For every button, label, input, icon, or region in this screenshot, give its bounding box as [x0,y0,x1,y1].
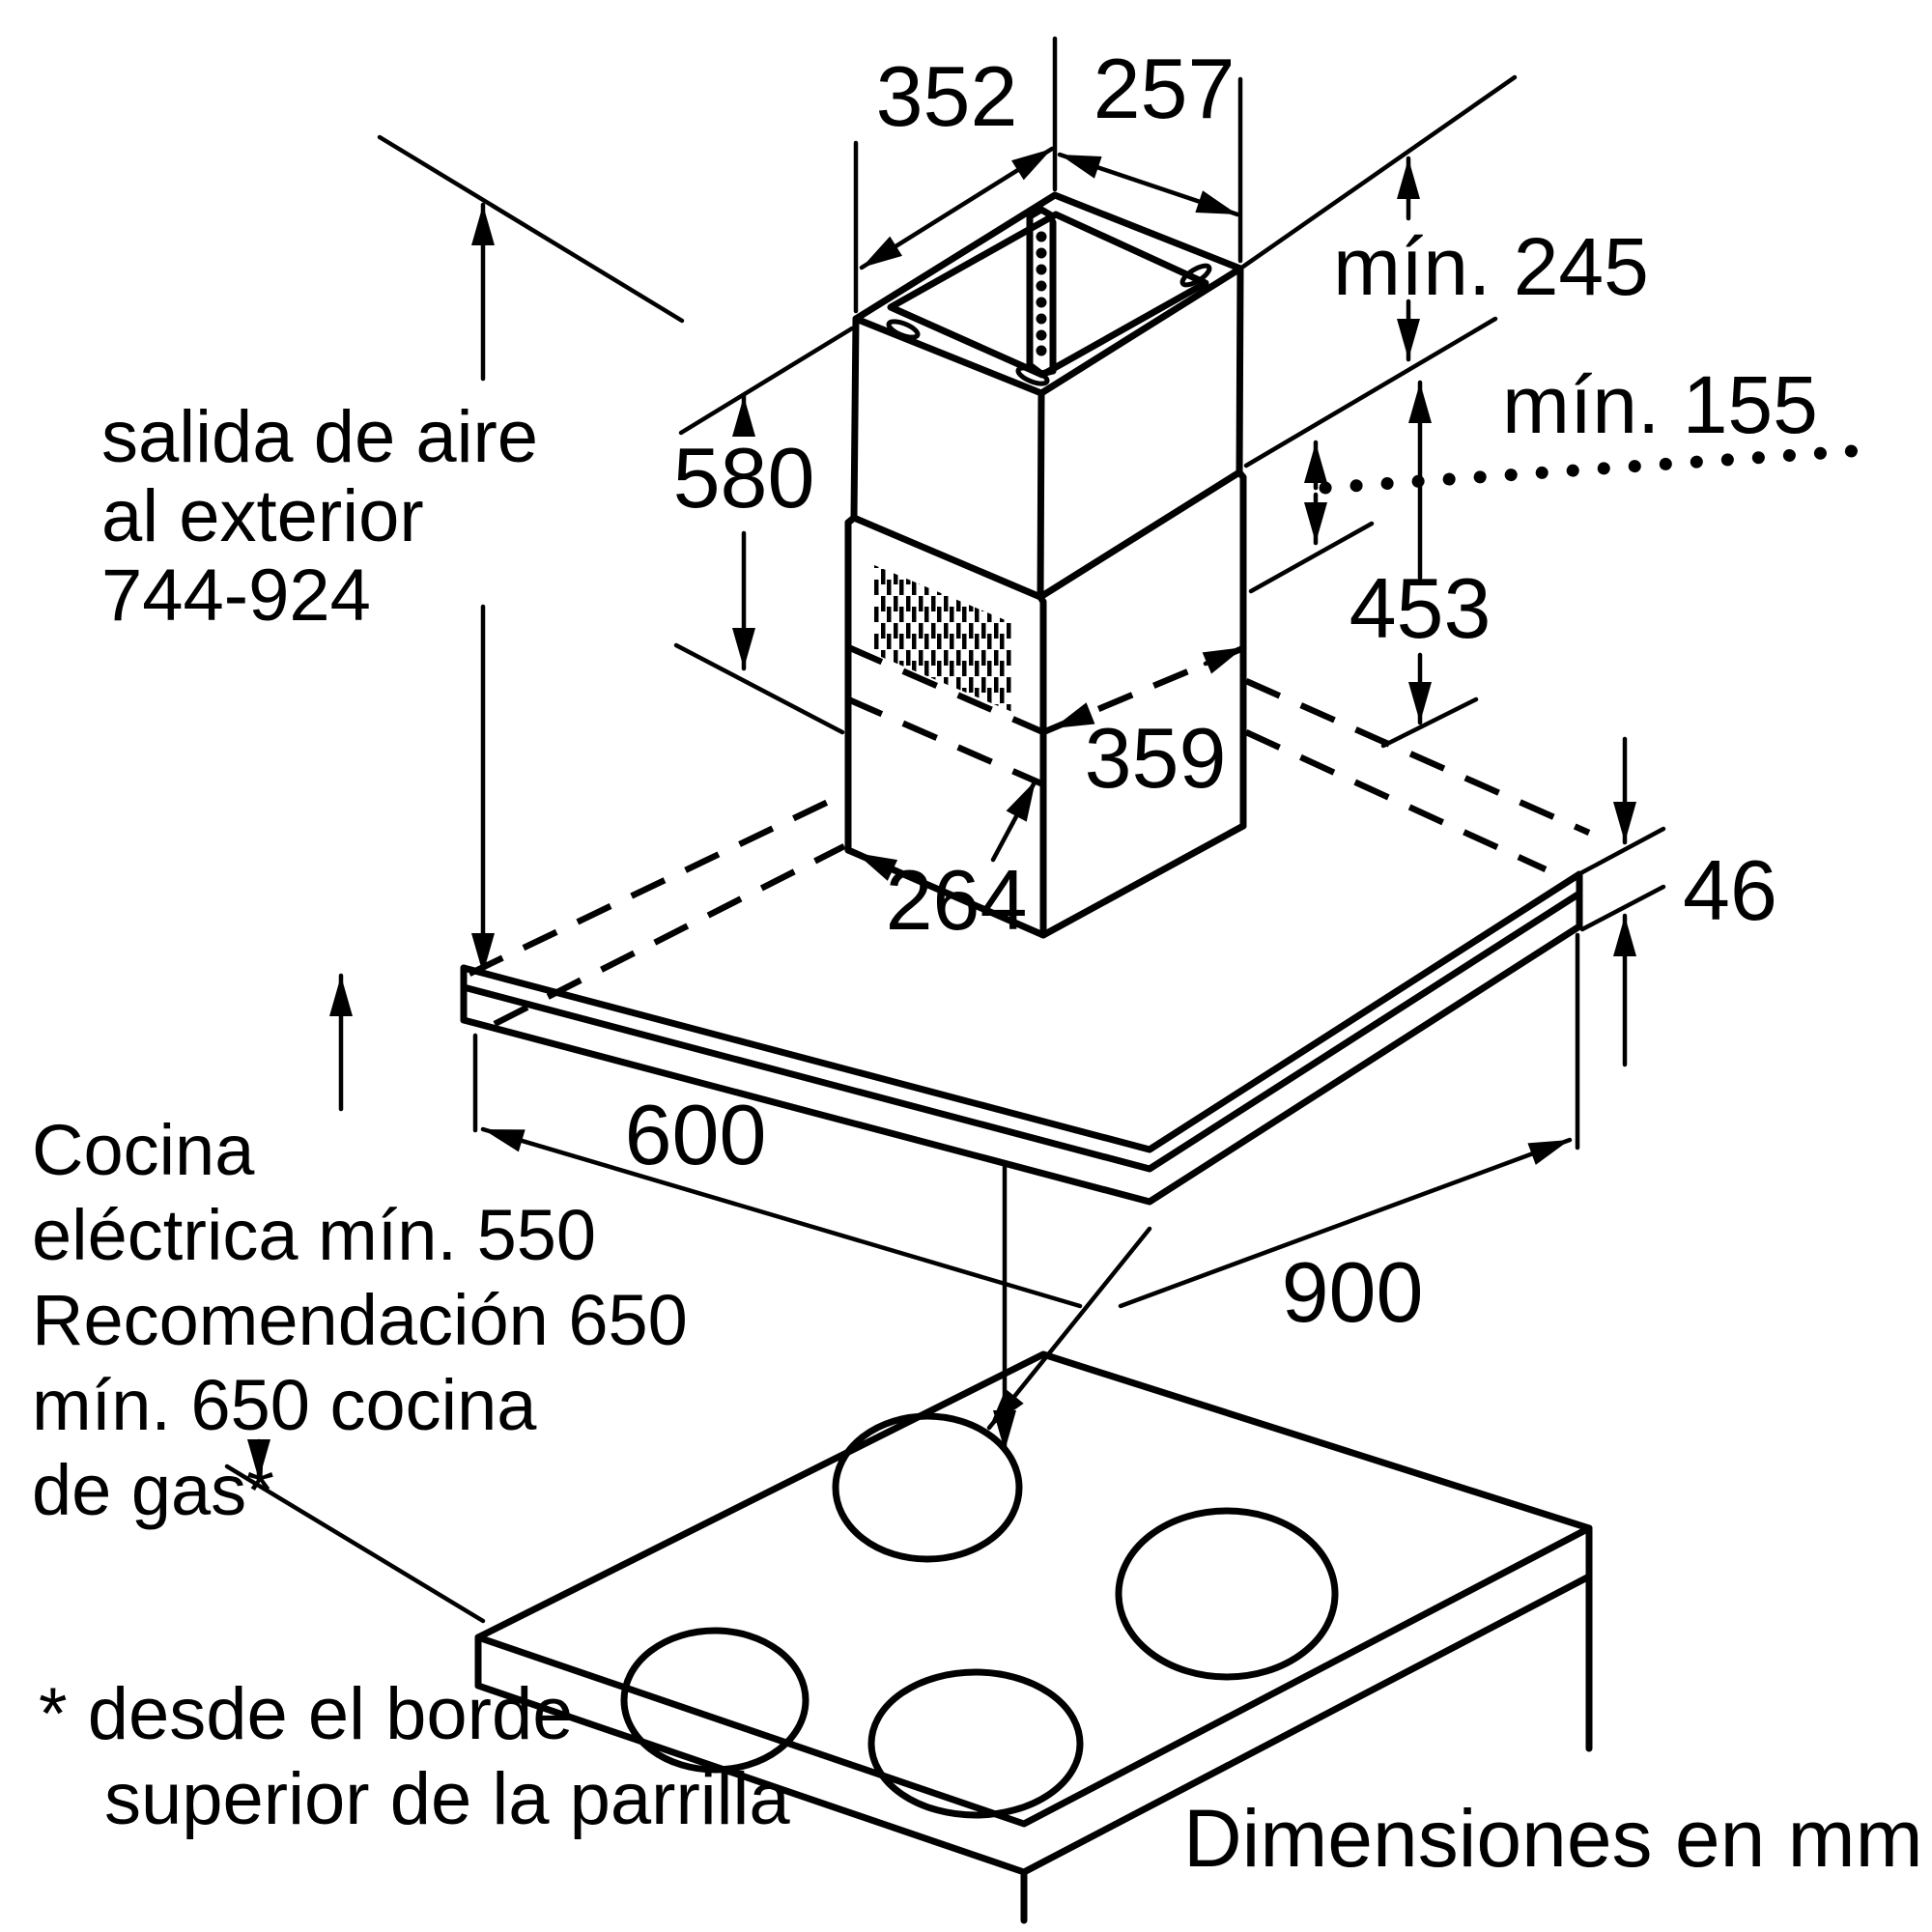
ceiling-line-left [377,134,685,324]
dimension-air-outlet: salida de aire al exterior 744-924 [101,202,538,977]
units-caption: Dimensiones en mm [1183,1793,1923,1884]
adjustment-hole [1036,297,1047,308]
dimension-min-245: mín. 245 [1243,156,1649,469]
footnote-line1: * desde el borde [39,1673,574,1755]
ceiling-reference-lines [377,74,1518,324]
dimension-900: 900 [1118,932,1580,1340]
hob-leaders [224,973,1152,1624]
dim-600-label: 600 [625,1087,767,1182]
adjustment-hole [1036,264,1047,275]
canopy-top-outline [460,870,1583,1153]
dim-580-label: 580 [673,430,815,526]
dimension-359: 359 [1050,644,1247,806]
footnote: * desde el borde superior de la parrilla [39,1673,790,1840]
adjustment-hole [1036,313,1047,325]
dim-453-label: 453 [1350,560,1492,656]
mounting-slot-hole [886,319,921,340]
flue-seam-left [850,514,1044,601]
flue-seam-right [1037,469,1243,601]
dimension-46: 46 [1579,736,1777,1067]
dim-352-label: 352 [876,48,1018,144]
burner-right [1115,1507,1339,1681]
lower-reference-tick [1248,521,1375,594]
dimension-264: 264 [853,778,1038,948]
dim-min245-label: mín. 245 [1333,221,1649,312]
burner-front [867,1668,1084,1819]
dim-359-label: 359 [1085,710,1227,806]
cooktop [474,1350,1593,1924]
inner-duct-rail [1026,206,1057,378]
seam-extension-line [1243,316,1498,469]
footnote-line2: superior de la parrilla [104,1758,790,1840]
dimension-600: 600 [472,1033,1083,1309]
clearance-note: Cocina eléctrica mín. 550 Recomendación … [32,1110,688,1530]
duct-level-dotted-line [1319,442,1886,495]
clearance-line3: Recomendación 650 [32,1280,688,1360]
air-outlet-line3: 744-924 [101,554,371,637]
burner-left [620,1627,810,1774]
telescopic-flue [844,265,1247,939]
adjustment-hole [1036,345,1047,356]
vent-grille [874,565,1012,712]
flue-base-right [1039,822,1247,939]
flue-upper-right-edge [1236,265,1244,476]
dimension-580: 580 [673,326,855,735]
adjustment-hole [1036,247,1047,259]
clearance-line1: Cocina [32,1110,255,1190]
dim-257-label: 257 [1094,41,1236,136]
dimension-453: 453 [1350,380,1492,749]
dim-900-label: 900 [1282,1244,1424,1340]
adjustment-hole [1036,280,1047,292]
dimension-top-widths: 352 257 [853,36,1243,314]
dim-264-label: 264 [886,852,1028,948]
ceiling-line-right [1237,74,1518,271]
air-outlet-line2: al exterior [101,475,424,557]
dim-min155-label: mín. 155 [1502,359,1818,450]
flue-top-mounting-frame [852,191,1244,397]
cooktop-surface [474,1350,1593,1828]
clearance-line2: eléctrica mín. 550 [32,1195,596,1275]
clearance-line5: de gas* [32,1450,274,1530]
clearance-line4: mín. 650 cocina [32,1365,537,1445]
adjustment-hole [1036,231,1047,242]
flue-upper-left-edge [850,315,860,522]
dimension-min-155: mín. 155 [1248,359,1886,594]
adjustment-hole [1036,329,1047,341]
burner-back [832,1412,1023,1563]
flue-upper-front-edge [1037,389,1045,601]
canopy-bottom-outline [460,923,1583,1206]
air-outlet-line1: salida de aire [101,396,538,478]
dim-46-label: 46 [1683,842,1777,938]
canopy-rim-line [460,890,1583,1173]
canopy [460,870,1583,1206]
mounting-slot-hole [1179,263,1212,288]
